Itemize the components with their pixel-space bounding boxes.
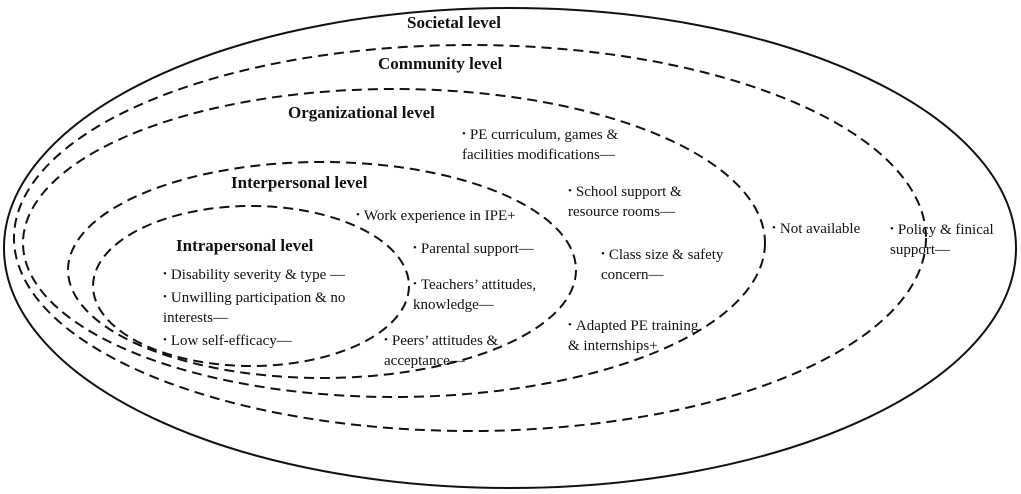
community-ellipse	[13, 44, 927, 432]
item-line: Low self-efficacy—	[170, 333, 292, 349]
item-line: knowledge—	[413, 297, 494, 313]
item-line: facilities modifications—	[462, 147, 615, 163]
item-line: Disability severity & type —	[170, 267, 345, 283]
intrapersonal-item-unwilling-participation: •Unwilling participation & no interests—	[163, 287, 345, 328]
item-line: support—	[890, 242, 950, 258]
community-level-title: Community level	[378, 54, 503, 73]
societal-item-policy-support: •Policy & finical support—	[890, 219, 994, 260]
interpersonal-ellipse	[67, 161, 577, 379]
item-line: acceptance—	[384, 353, 465, 369]
bullet-icon: •	[413, 242, 417, 254]
intrapersonal-item-disability: •Disability severity & type —	[163, 264, 345, 285]
item-line: School support &	[575, 184, 682, 200]
community-item-not-available: •Not available	[772, 218, 860, 239]
item-line: & internships+	[568, 338, 658, 354]
item-line: Not available	[779, 221, 861, 237]
bullet-icon: •	[356, 209, 360, 221]
organizational-item-adapted-pe: •Adapted PE training & internships+	[568, 315, 698, 356]
societal-ellipse	[3, 7, 1017, 489]
bullet-icon: •	[163, 334, 167, 346]
intrapersonal-item-low-self-efficacy: •Low self-efficacy—	[163, 330, 292, 351]
societal-level-title: Societal level	[407, 13, 501, 32]
item-line: Peers’ attitudes &	[391, 333, 499, 349]
bullet-icon: •	[384, 334, 388, 346]
item-line: PE curriculum, games &	[469, 127, 619, 143]
interpersonal-item-work-experience: •Work experience in IPE+	[356, 205, 516, 226]
organizational-level-title: Organizational level	[288, 103, 435, 122]
item-line: resource rooms—	[568, 204, 676, 220]
bullet-icon: •	[163, 268, 167, 280]
interpersonal-item-teachers-attitudes: •Teachers’ attitudes, knowledge—	[413, 274, 536, 315]
bullet-icon: •	[163, 291, 167, 303]
item-line: Parental support—	[420, 241, 534, 257]
bullet-icon: •	[413, 278, 417, 290]
item-line: concern—	[601, 267, 664, 283]
organizational-ellipse	[22, 88, 766, 398]
bullet-icon: •	[601, 248, 605, 260]
organizational-item-school-support: •School support & resource rooms—	[568, 181, 682, 222]
organizational-item-pe-curriculum: •PE curriculum, games & facilities modif…	[462, 124, 618, 165]
intrapersonal-ellipse	[92, 205, 410, 367]
bullet-icon: •	[890, 223, 894, 235]
item-line: Policy & finical	[897, 222, 994, 238]
bullet-icon: •	[462, 128, 466, 140]
item-line: Teachers’ attitudes,	[420, 277, 537, 293]
organizational-item-class-size: •Class size & safety concern—	[601, 244, 723, 285]
interpersonal-item-peers-attitudes: •Peers’ attitudes & acceptance—	[384, 330, 498, 371]
item-line: Class size & safety	[608, 247, 724, 263]
interpersonal-item-parental-support: •Parental support—	[413, 238, 534, 259]
item-line: Work experience in IPE+	[363, 208, 516, 224]
item-line: Adapted PE training	[575, 318, 699, 334]
bullet-icon: •	[568, 319, 572, 331]
bullet-icon: •	[772, 222, 776, 234]
item-line: Unwilling participation & no	[170, 290, 346, 306]
item-line: interests—	[163, 310, 228, 326]
interpersonal-level-title: Interpersonal level	[231, 173, 368, 192]
intrapersonal-level-title: Intrapersonal level	[176, 236, 314, 255]
bullet-icon: •	[568, 185, 572, 197]
